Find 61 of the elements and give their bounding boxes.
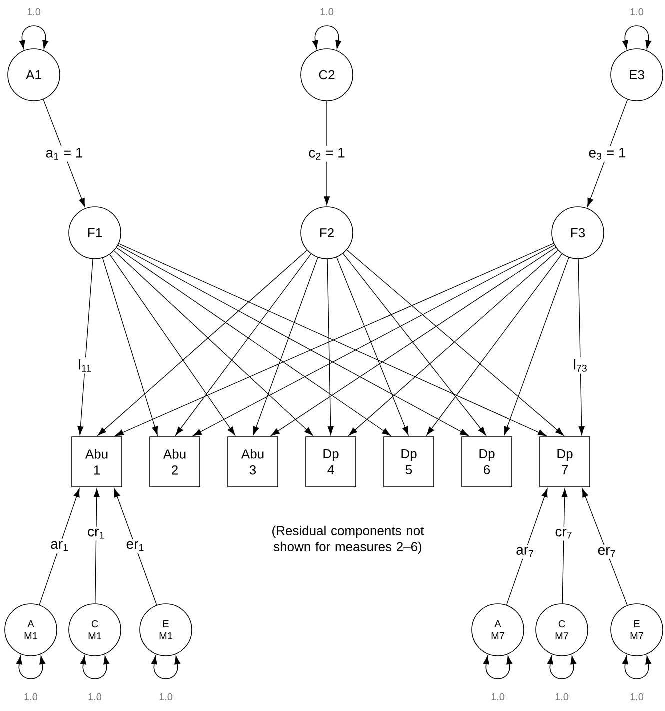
arrow <box>253 257 318 436</box>
edge-label: cr$_{7}$ <box>553 527 575 541</box>
edge-label: l$_{73}$ <box>571 358 590 374</box>
measure-box: Abu 3 <box>228 436 278 488</box>
arrow <box>116 248 391 436</box>
arrow <box>43 99 86 208</box>
edge-label: cr$_{1}$ <box>86 527 108 541</box>
self-loop-arrow <box>622 656 652 680</box>
self-loop-arrow <box>622 26 652 50</box>
edge-label: a$_{1}$ = 1 <box>44 146 86 162</box>
arrow <box>78 258 94 436</box>
arrow <box>114 488 158 606</box>
edge-label: c$_{2}$ = 1 <box>306 146 348 162</box>
measure-box: Abu 1 <box>72 436 122 488</box>
self-loop-arrow <box>312 26 342 50</box>
arrow <box>426 254 563 436</box>
edge-label: 1.0 <box>629 7 645 17</box>
note-text: (Residual components not shown for measures 2–6) <box>272 526 424 554</box>
edge-label: ar$_{1}$ <box>48 539 71 554</box>
arrow <box>504 257 570 436</box>
arrow <box>327 259 334 436</box>
edge-label: 1.0 <box>23 692 39 702</box>
arrow <box>193 244 555 436</box>
arrow <box>118 245 469 436</box>
arrow <box>582 488 628 606</box>
arrow <box>39 488 80 606</box>
edge-label: 1.0 <box>629 692 645 702</box>
edge-label: l$_{11}$ <box>76 358 94 374</box>
edge-label: 1.0 <box>319 7 335 17</box>
edge-label: ar$_{7}$ <box>514 545 536 559</box>
arrow <box>587 99 628 208</box>
arrow <box>324 101 330 206</box>
self-loop-arrow <box>483 656 513 680</box>
arrow <box>578 259 585 436</box>
arrow <box>506 488 548 606</box>
edge-label: 1.0 <box>26 7 42 17</box>
measure-box: Abu 2 <box>150 436 200 488</box>
edge-label: e$_{3}$ = 1 <box>586 146 628 162</box>
arrow <box>562 488 568 604</box>
arrow <box>94 488 100 604</box>
self-loop-arrow <box>19 26 49 50</box>
measure-box: Dp 4 <box>306 436 356 488</box>
measure-box: Dp 7 <box>540 436 590 488</box>
self-loop-arrow <box>547 656 577 680</box>
edge-label: er$_{1}$ <box>124 539 147 554</box>
self-loop-arrow <box>151 656 181 680</box>
edge-label: 1.0 <box>87 692 103 702</box>
self-loop-arrow <box>80 656 110 680</box>
arrow <box>102 258 158 436</box>
edge-label: 1.0 <box>158 692 174 702</box>
arrow <box>176 254 312 436</box>
arrow <box>110 254 236 436</box>
edge-label: 1.0 <box>490 692 506 702</box>
edge-label: er$_{7}$ <box>596 545 618 560</box>
arrow <box>271 247 556 436</box>
arrow <box>342 253 486 436</box>
measure-box: Dp 5 <box>384 436 434 488</box>
arrow <box>336 257 409 436</box>
measure-box: Dp 6 <box>462 436 512 488</box>
edge-label: 1.0 <box>554 692 570 702</box>
self-loop-arrow <box>16 656 46 680</box>
